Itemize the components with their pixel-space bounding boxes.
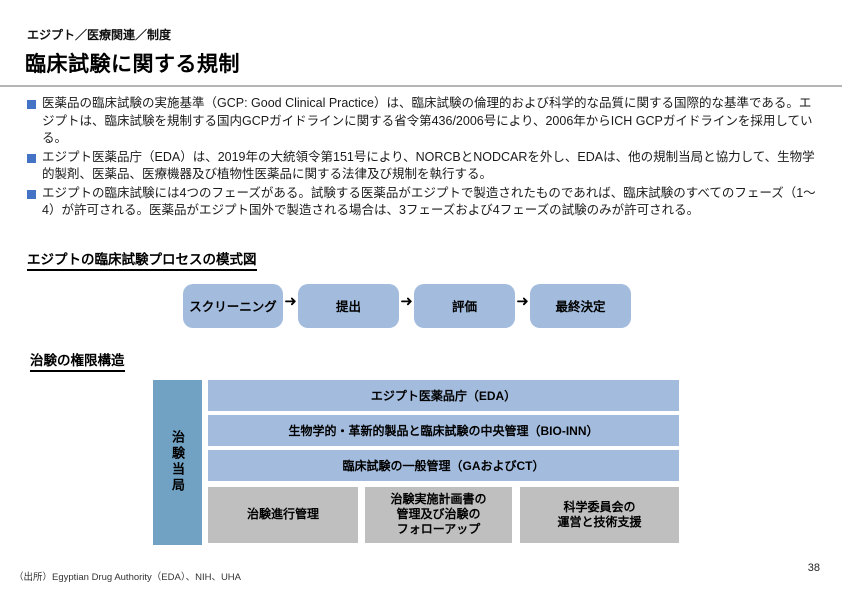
flow-step-screening: スクリーニング [183,283,283,328]
bullet-item-gcp: 医薬品の臨床試験の実施基準（GCP: Good Clinical Practic… [27,95,818,148]
org-dept-scientific-committee: 科学委員会の 運営と技術支援 [520,486,679,543]
org-level-ga-ct: 臨床試験の一般管理（GAおよびCT） [208,449,679,481]
org-departments-row: 治験進行管理 治験実施計画書の 管理及び治験の フォローアップ 科学委員会の 運… [208,486,679,543]
summary-bullet-list: 医薬品の臨床試験の実施基準（GCP: Good Clinical Practic… [27,95,818,220]
authority-section-heading: 治験の権限構造 [30,349,125,372]
flow-step-submission: 提出 [298,283,399,328]
bullet-square-icon [27,153,36,163]
flow-step-final-decision: 最終決定 [530,283,631,328]
bullet-item-phases: エジプトの臨床試験には4つのフェーズがある。試験する医薬品がエジプトで製造された… [27,185,818,220]
title-divider [0,85,842,87]
page-title: 臨床試験に関する規制 [25,53,240,76]
bullet-square-icon [27,189,36,199]
bullet-text: 医薬品の臨床試験の実施基準（GCP: Good Clinical Practic… [42,96,813,145]
org-dept-protocol-followup: 治験実施計画書の 管理及び治験の フォローアップ [365,486,512,543]
page-number: 38 [807,562,820,574]
org-level-eda: エジプト医薬品庁（EDA） [208,379,679,411]
flow-step-evaluation: 評価 [414,283,515,328]
process-section-heading: エジプトの臨床試験プロセスの模式図 [27,248,257,271]
clinical-trial-process-flow: スクリーニング ➜ 提出 ➜ 評価 ➜ 最終決定 [183,283,842,328]
org-sidebar-trial-authority: 治験当局 [153,379,202,545]
org-sidebar-label: 治験当局 [170,430,185,494]
breadcrumb: エジプト／医療関連／制度 [27,28,172,42]
flow-arrow-icon: ➜ [400,292,413,310]
bullet-text: エジプト医薬品庁（EDA）は、2019年の大統領令第151号により、NORCBと… [42,149,815,182]
flow-arrow-icon: ➜ [284,292,297,310]
org-levels-column: エジプト医薬品庁（EDA） 生物学的・革新的製品と臨床試験の中央管理（BIO-I… [208,379,679,545]
source-note: （出所）Egyptian Drug Authority（EDA）、NIH、UHA [14,572,242,583]
bullet-square-icon [27,100,36,109]
org-dept-trial-progress: 治験進行管理 [208,486,358,543]
org-level-bio-inn: 生物学的・革新的製品と臨床試験の中央管理（BIO-INN） [208,414,679,446]
trial-authority-org-chart: 治験当局 エジプト医薬品庁（EDA） 生物学的・革新的製品と臨床試験の中央管理（… [153,379,842,545]
bullet-item-eda: エジプト医薬品庁（EDA）は、2019年の大統領令第151号により、NORCBと… [27,149,818,184]
flow-arrow-icon: ➜ [516,292,529,310]
bullet-text: エジプトの臨床試験には4つのフェーズがある。試験する医薬品がエジプトで製造された… [42,185,816,218]
